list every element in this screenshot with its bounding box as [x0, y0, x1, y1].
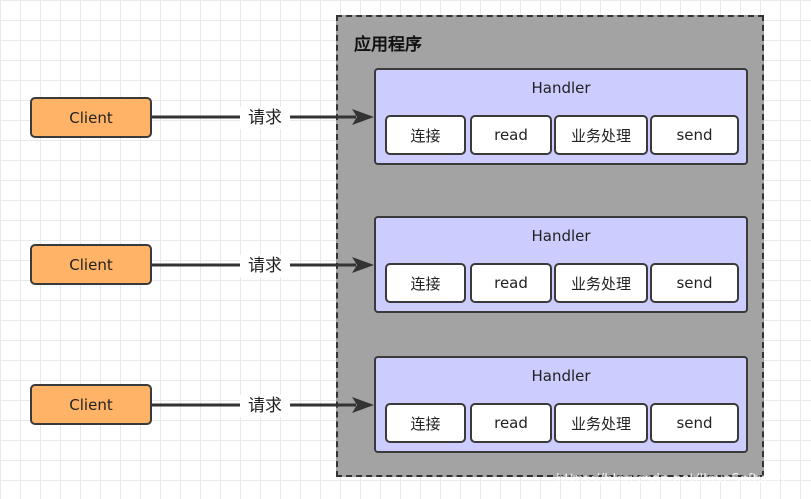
step-send: send	[650, 115, 739, 155]
request-arrow-2-head	[352, 257, 374, 273]
request-arrow-1-head	[352, 109, 374, 125]
step-connect: 连接	[385, 115, 466, 155]
handler-box-2: Handler 连接 read 业务处理 send	[374, 216, 748, 313]
handler-title: Handler	[531, 227, 591, 245]
watermark-text: https://blog.csdn.net/lloveSoftware	[556, 472, 791, 487]
handler-box-3: Handler 连接 read 业务处理 send	[374, 356, 748, 453]
step-read: read	[470, 115, 552, 155]
step-read: read	[470, 403, 552, 443]
step-send: send	[650, 403, 739, 443]
step-read: read	[470, 263, 552, 303]
request-label-2: 请求	[240, 255, 290, 277]
handler-title: Handler	[531, 367, 591, 385]
step-business-process: 业务处理	[554, 263, 648, 303]
application-title: 应用程序	[354, 35, 422, 55]
request-label-1: 请求	[240, 107, 290, 129]
step-business-process: 业务处理	[554, 403, 648, 443]
client-box-3: Client	[30, 384, 152, 425]
client-box-1: Client	[30, 97, 152, 138]
step-connect: 连接	[385, 263, 466, 303]
request-label-3: 请求	[240, 395, 290, 417]
handler-box-1: Handler 连接 read 业务处理 send	[374, 68, 748, 165]
step-business-process: 业务处理	[554, 115, 648, 155]
client-box-2: Client	[30, 244, 152, 285]
request-arrow-3-head	[352, 397, 374, 413]
step-connect: 连接	[385, 403, 466, 443]
handler-title: Handler	[531, 79, 591, 97]
step-send: send	[650, 263, 739, 303]
